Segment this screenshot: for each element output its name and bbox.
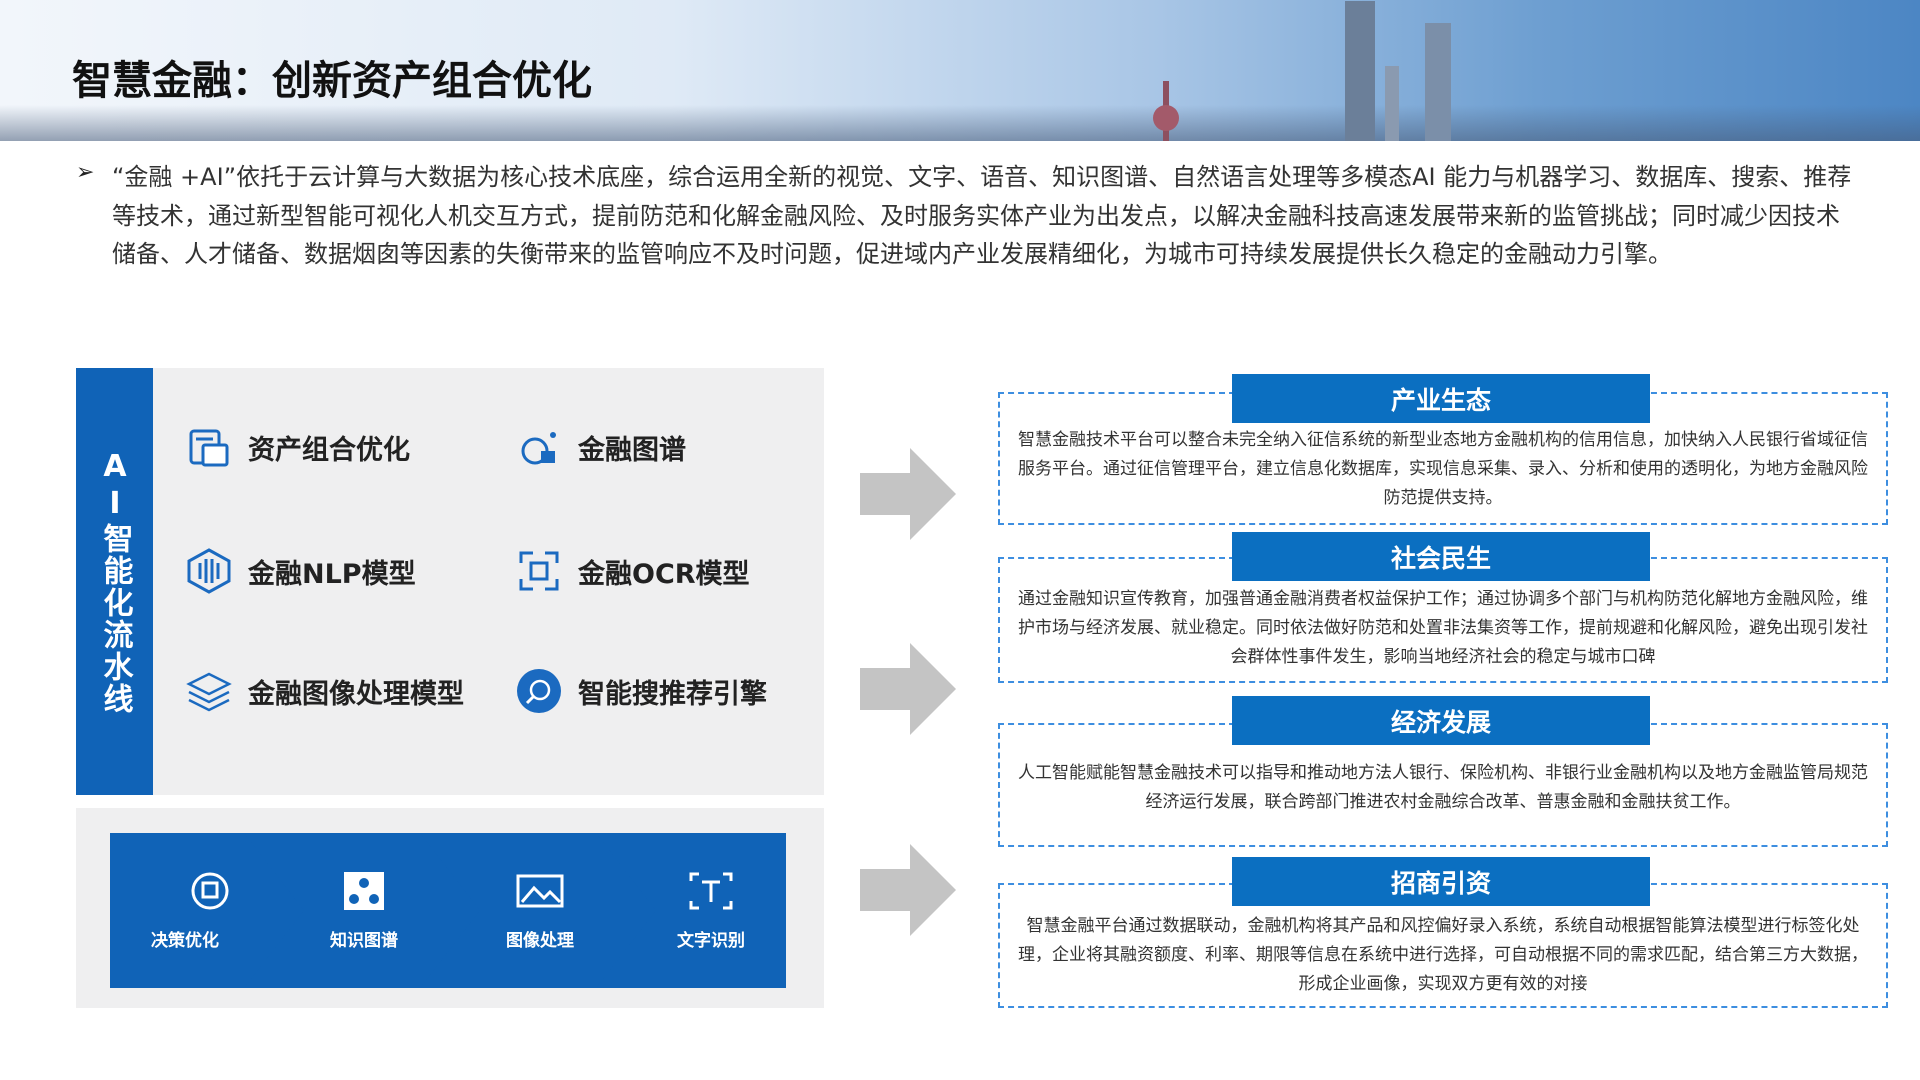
image-model-icon: [186, 668, 232, 714]
search-engine-icon: [516, 668, 562, 714]
section-title: 产业生态: [1232, 374, 1650, 423]
arrow-right-icon: [860, 844, 956, 936]
pipeline-item: 智能搜推荐引擎: [516, 668, 767, 714]
decision-icon: [190, 871, 230, 916]
header-banner: 智慧金融：创新资产组合优化: [0, 0, 1920, 141]
ai-pipeline-panel: AI智能化流水线 资产组合优化 金融图谱 金融NLP模型 金融OCR模型 金融图…: [76, 368, 824, 795]
bullet-icon: ➢: [76, 160, 95, 185]
pipeline-label: AI智能化流水线: [76, 368, 153, 795]
section-box-investment: 智慧金融平台通过数据联动，金融机构将其产品和风控偏好录入系统，系统自动根据智能算…: [998, 883, 1888, 1008]
section-title: 招商引资: [1232, 857, 1650, 906]
skyline: [0, 105, 1920, 141]
arrow-right-icon: [860, 448, 956, 540]
text-icon: [688, 871, 734, 916]
nlp-icon: [186, 548, 232, 594]
page-title: 智慧金融：创新资产组合优化: [72, 58, 592, 104]
arrow-right-icon: [860, 643, 956, 735]
pipeline-item: 资产组合优化: [186, 424, 410, 470]
pipeline-item: 金融图像处理模型: [186, 668, 464, 714]
section-title: 社会民生: [1232, 532, 1650, 581]
graph-icon: [516, 424, 562, 470]
section-box-livelihood: 通过金融知识宣传教育，加强普通金融消费者权益保护工作；通过协调多个部门与机构防范…: [998, 557, 1888, 683]
section-title: 经济发展: [1232, 696, 1650, 745]
steps-panel: 决策优化 知识图谱 图像处理 文字识别: [76, 808, 824, 1008]
pipeline-item: 金融OCR模型: [516, 548, 750, 594]
image-icon: [515, 871, 565, 916]
section-box-industry: 智慧金融技术平台可以整合未完全纳入征信系统的新型业态地方金融机构的信用信息，加快…: [998, 392, 1888, 525]
pipeline-item: 金融NLP模型: [186, 548, 416, 594]
intro-paragraph: “金融 +AI”依托于云计算与大数据为核心技术底座，综合运用全新的视觉、文字、语…: [112, 163, 1852, 268]
ocr-icon: [516, 548, 562, 594]
portfolio-icon: [186, 424, 232, 470]
section-box-economy: 人工智能赋能智慧金融技术可以指导和推动地方法人银行、保险机构、非银行业金融机构以…: [998, 723, 1888, 847]
knowledge-graph-icon: [343, 871, 385, 916]
pipeline-item: 金融图谱: [516, 424, 686, 470]
